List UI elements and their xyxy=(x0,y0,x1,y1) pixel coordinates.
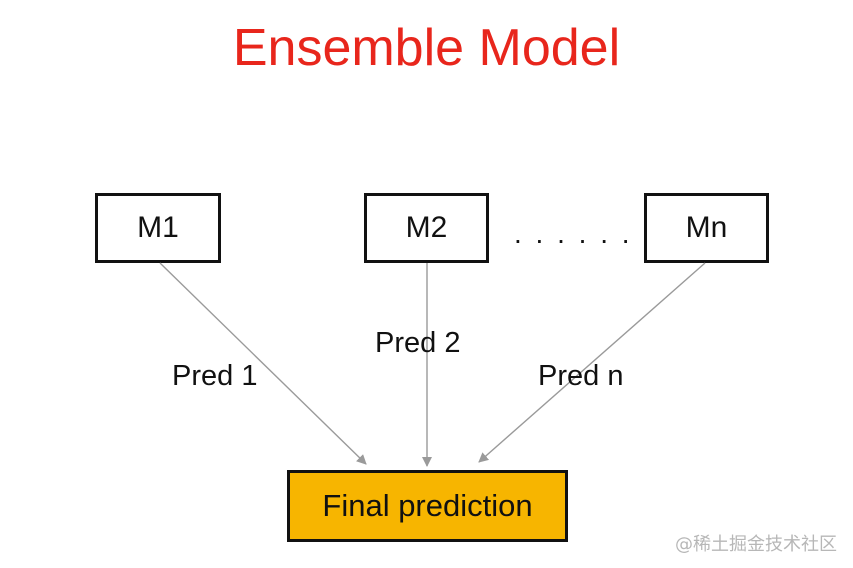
model-box-m2: M2 xyxy=(364,193,489,263)
diagram-title: Ensemble Model xyxy=(232,19,621,77)
pred-1-label: Pred 1 xyxy=(172,360,258,392)
model-label-m1: M1 xyxy=(137,211,179,244)
pred-2-label: Pred 2 xyxy=(375,327,461,359)
arrow-m1-to-final xyxy=(159,262,367,465)
model-label-mn: Mn xyxy=(685,211,728,244)
arrow-mn-to-final xyxy=(478,262,706,463)
final-prediction-label: Final prediction xyxy=(322,488,533,523)
model-label-m2: M2 xyxy=(405,211,448,244)
ellipsis-dots: . . . . . . xyxy=(514,218,633,249)
watermark: @稀土掘金技术社区 xyxy=(675,534,837,555)
pred-n-label: Pred n xyxy=(538,360,624,392)
model-box-m1: M1 xyxy=(95,193,221,263)
model-box-mn: Mn xyxy=(644,193,769,263)
final-prediction-box: Final prediction xyxy=(287,470,568,542)
